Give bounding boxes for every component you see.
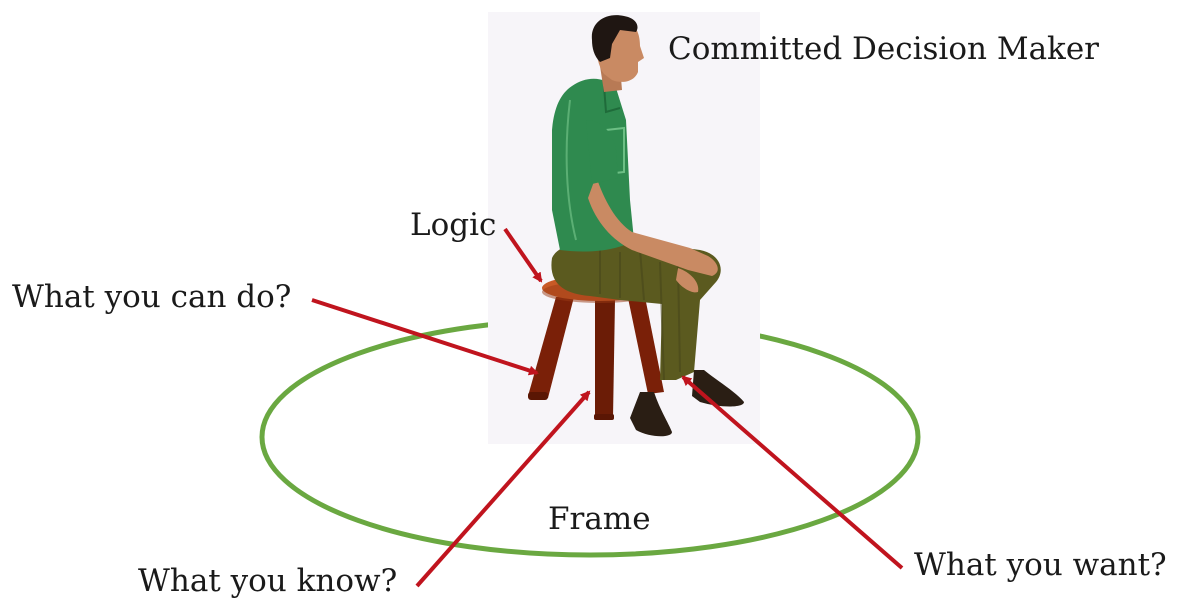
arrows <box>311 227 904 588</box>
arrow-what-you-know <box>415 390 591 588</box>
label-what-you-can-do: What you can do? <box>12 279 292 315</box>
label-frame: Frame <box>548 501 651 537</box>
diagram-title: Committed Decision Maker <box>668 31 1100 67</box>
arrow-what-you-can-do <box>311 298 539 376</box>
arrow-what-you-want <box>681 375 904 570</box>
label-logic: Logic <box>410 207 497 243</box>
label-what-you-know: What you know? <box>138 563 398 599</box>
head <box>591 15 644 92</box>
arrow-logic <box>503 227 543 283</box>
arm <box>586 120 718 293</box>
seated-man-illustration <box>488 12 760 444</box>
label-what-you-want: What you want? <box>914 547 1167 583</box>
